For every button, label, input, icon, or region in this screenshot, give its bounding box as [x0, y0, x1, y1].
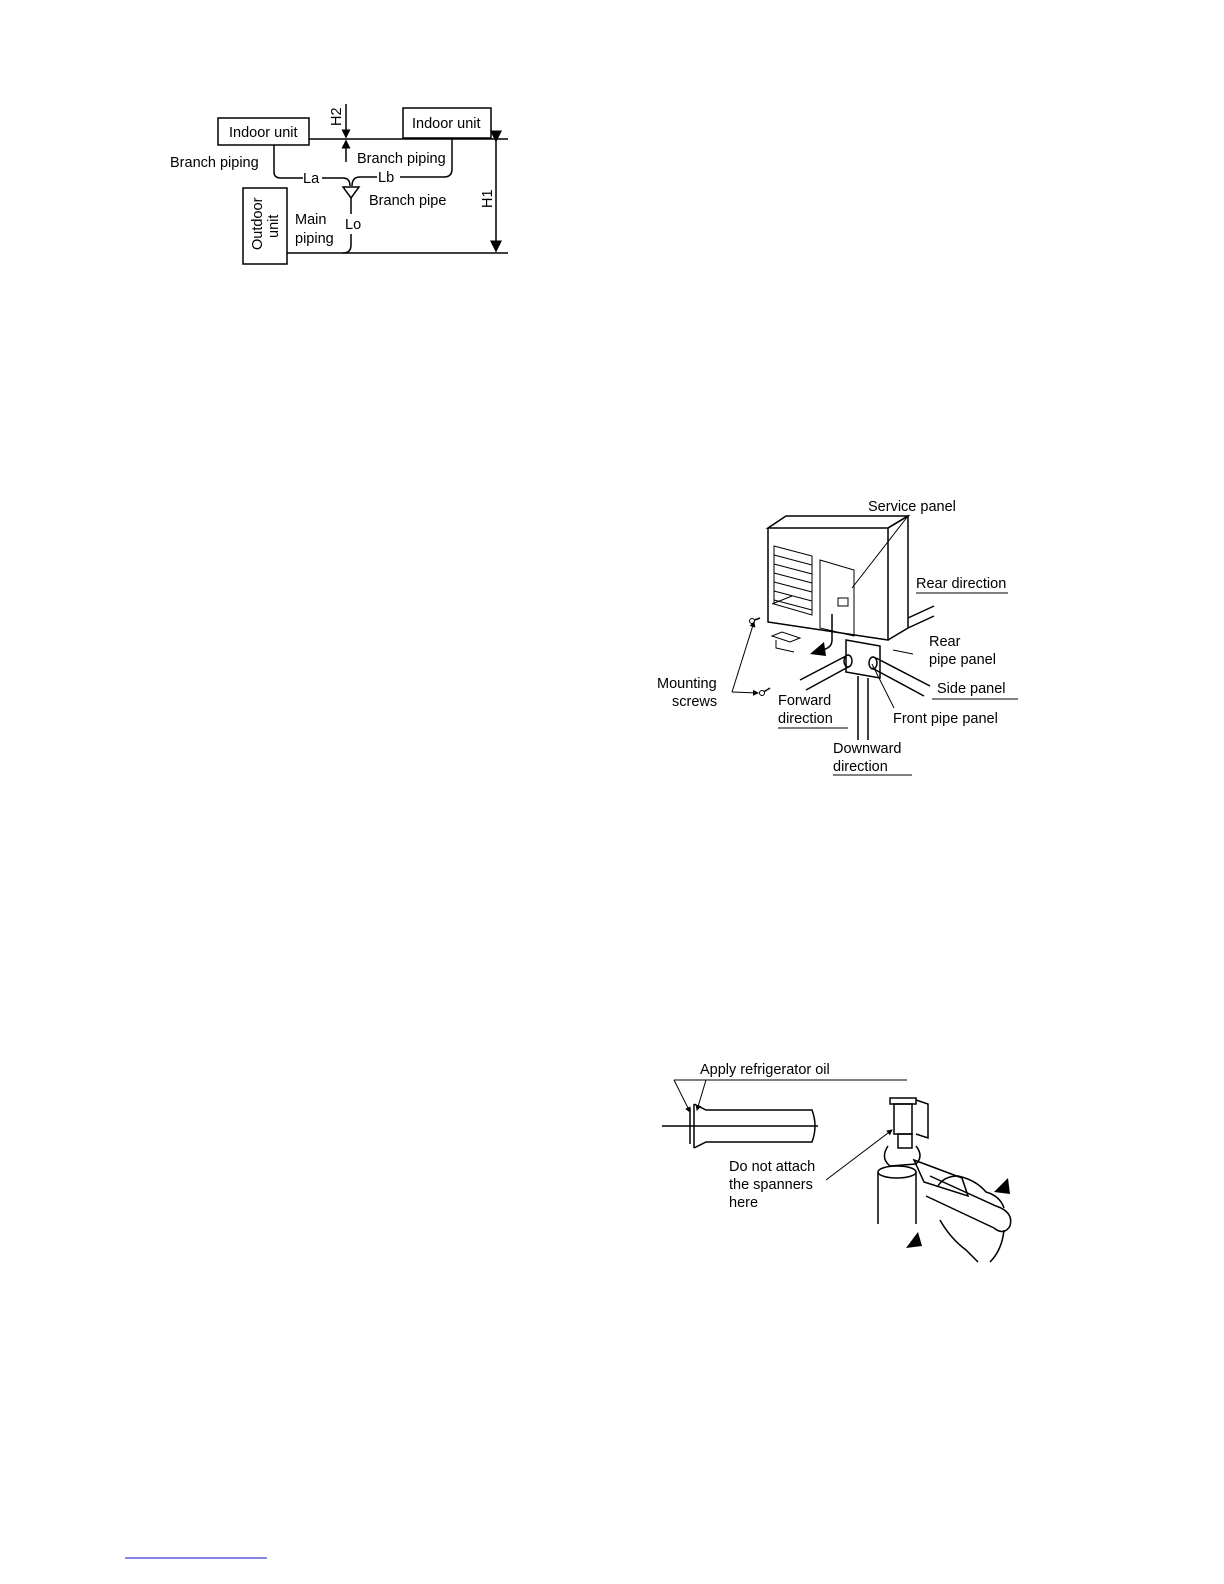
- forward-direction-label-1: Forward: [778, 693, 831, 709]
- main-piping-label-2: piping: [295, 231, 334, 247]
- h1-label: H1: [480, 189, 496, 208]
- lo-label: Lo: [345, 217, 361, 233]
- spanners-and-hand: [884, 1146, 1010, 1262]
- mounting-screws-label-1: Mounting: [657, 676, 717, 692]
- flared-pipe: [662, 1104, 818, 1148]
- flare-diagram: Apply refrigerator oil: [662, 1062, 1011, 1262]
- panel-diagram: Service panel Rear direction Rear pipe p…: [657, 499, 1018, 775]
- outdoor-unit-label-1: Outdoor: [250, 197, 266, 250]
- branch-piping-right-label: Branch piping: [357, 151, 446, 167]
- piping-diagram: Indoor unit Indoor unit H1 H2 Branch pip…: [170, 104, 508, 264]
- outdoor-unit-label-2: unit: [266, 215, 282, 238]
- rear-direction-label: Rear direction: [916, 576, 1006, 592]
- lb-label: Lb: [378, 170, 394, 186]
- forward-direction-label-2: direction: [778, 711, 833, 727]
- h2-label: H2: [329, 107, 345, 126]
- apply-oil-label: Apply refrigerator oil: [700, 1062, 830, 1078]
- no-spanner-label-2: the spanners: [729, 1177, 813, 1193]
- unit-grille: [774, 546, 812, 615]
- no-spanner-label-3: here: [729, 1195, 758, 1211]
- mounting-screws-label-2: screws: [672, 694, 717, 710]
- branch-pipe-symbol: [343, 187, 359, 198]
- front-pipe-panel-label: Front pipe panel: [893, 711, 998, 727]
- side-panel-label: Side panel: [937, 681, 1006, 697]
- main-piping-label-1: Main: [295, 212, 326, 228]
- rear-pipe-panel-label-2: pipe panel: [929, 652, 996, 668]
- branch-piping-left-label: Branch piping: [170, 155, 259, 171]
- downward-direction-label-2: direction: [833, 759, 888, 775]
- service-panel-label: Service panel: [868, 499, 956, 515]
- indoor-unit-right-label: Indoor unit: [412, 116, 481, 132]
- rear-pipe-panel-label-1: Rear: [929, 634, 961, 650]
- branch-pipe-label: Branch pipe: [369, 193, 446, 209]
- indoor-unit-left-label: Indoor unit: [229, 125, 298, 141]
- downward-direction-label-1: Downward: [833, 741, 902, 757]
- la-label: La: [303, 171, 320, 187]
- no-spanner-label-1: Do not attach: [729, 1159, 815, 1175]
